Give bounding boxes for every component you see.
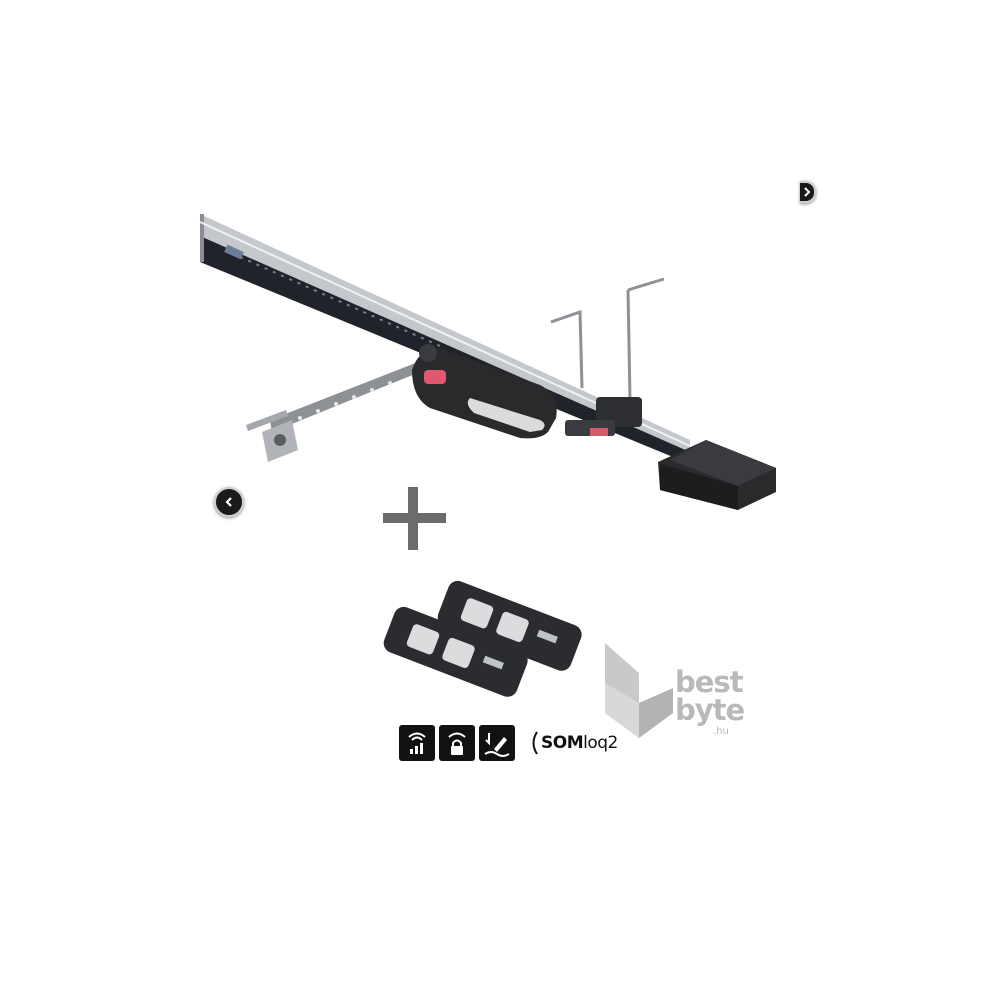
watermark-tld: .hu xyxy=(713,726,729,737)
somloq2-logo: SOMloq2 xyxy=(529,726,618,760)
carriage-trolley xyxy=(412,344,557,439)
chevron-left-icon xyxy=(225,497,232,507)
chevron-right-icon xyxy=(804,187,811,197)
secure-lock-icon xyxy=(439,725,475,761)
watermark-byte: byte xyxy=(675,693,745,727)
rail-bracket xyxy=(565,397,642,436)
bestbyte-logo-icon xyxy=(605,643,673,738)
watermark-best: best xyxy=(675,665,744,699)
motor-head xyxy=(658,440,776,510)
gallery-next-button[interactable] xyxy=(800,181,816,203)
plus-icon xyxy=(383,487,446,550)
somloq-suffix: loq2 xyxy=(583,733,618,753)
door-arm xyxy=(246,362,420,462)
gallery-prev-button[interactable] xyxy=(214,487,244,517)
easy-programming-icon xyxy=(479,725,515,761)
signal-strength-icon xyxy=(399,725,435,761)
somloq-prefix: SOM xyxy=(541,733,584,753)
remote-controls xyxy=(383,580,582,697)
bestbyte-watermark: best byte .hu xyxy=(603,643,753,743)
somloq-ring-icon xyxy=(532,731,538,755)
ceiling-hangers xyxy=(550,277,665,401)
